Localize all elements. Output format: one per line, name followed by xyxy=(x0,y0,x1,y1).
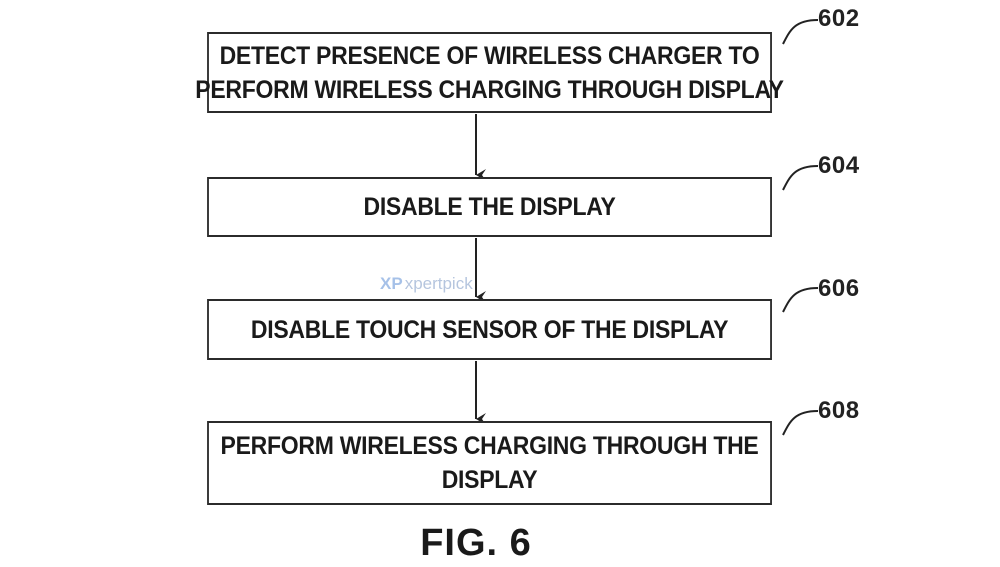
step-box-608: PERFORM WIRELESS CHARGING THROUGH THE DI… xyxy=(207,421,772,505)
step-608-line-2: DISPLAY xyxy=(441,466,538,494)
figure-caption: FIG. 6 xyxy=(420,522,532,564)
leader-line-608 xyxy=(782,410,819,436)
step-602-line-2: PERFORM WIRELESS CHARGING THROUGH DISPLA… xyxy=(195,75,784,104)
watermark-text: xpertpick xyxy=(404,274,473,293)
leader-line-606 xyxy=(782,287,819,313)
reference-number-608: 608 xyxy=(818,397,860,424)
step-box-606: DISABLE TOUCH SENSOR OF THE DISPLAY xyxy=(207,299,772,360)
step-602-line-1: DETECT PRESENCE OF WIRELESS CHARGER TO xyxy=(219,41,760,70)
step-608-line-1: PERFORM WIRELESS CHARGING THROUGH THE xyxy=(220,432,759,460)
step-box-604: DISABLE THE DISPLAY xyxy=(207,177,772,237)
step-604-line-1: DISABLE THE DISPLAY xyxy=(363,193,616,221)
reference-number-602: 602 xyxy=(818,5,860,32)
reference-number-606: 606 xyxy=(818,275,860,302)
watermark-logo-icon: XP xyxy=(380,274,403,293)
watermark: XP xpertpick xyxy=(380,274,473,294)
leader-line-602 xyxy=(782,19,819,45)
reference-number-604: 604 xyxy=(818,152,860,179)
step-606-line-1: DISABLE TOUCH SENSOR OF THE DISPLAY xyxy=(250,315,729,344)
step-box-602: DETECT PRESENCE OF WIRELESS CHARGER TO P… xyxy=(195,32,784,113)
leader-line-604 xyxy=(782,165,819,191)
